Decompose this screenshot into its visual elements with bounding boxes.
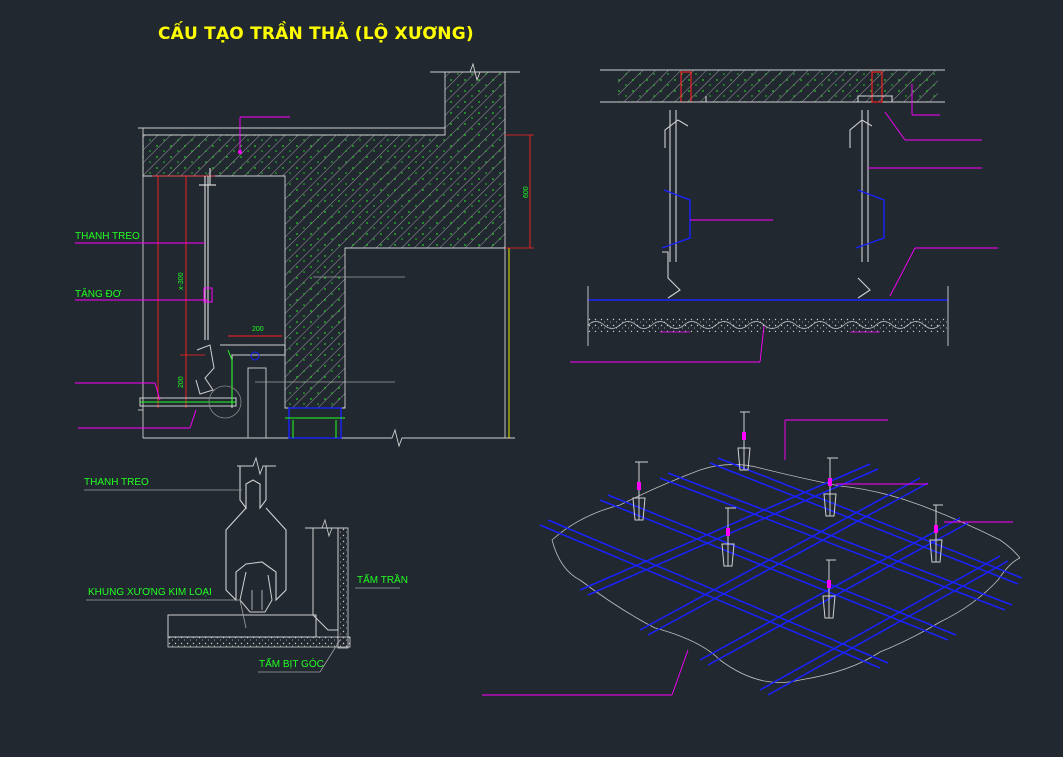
label-tam-bit-goc: TẤM BỊT GÓC: [259, 659, 324, 670]
dimension-variable: x-300: [178, 272, 185, 290]
dimension-200-left: 200: [178, 376, 185, 388]
label-thanh-treo: THANH TREO: [75, 231, 140, 242]
hanger-section-detail: [570, 69, 998, 363]
label-khung-xuong: KHUNG XƯƠNG KIM LOẠI: [88, 587, 212, 598]
drawing-title: CẤU TẠO TRẦN THẢ (LỘ XƯƠNG): [158, 24, 474, 44]
label-tam-tran: TẤM TRẦN: [357, 575, 408, 586]
label-thanh-treo-detail: THANH TREO: [84, 477, 149, 488]
section-detail-wall-ceiling: [75, 62, 534, 448]
isometric-grid-detail: [482, 411, 1023, 696]
dimension-600: 600: [523, 186, 530, 198]
dimension-200-top: 200: [252, 326, 264, 333]
label-tang-do: TĂNG ĐƠ: [75, 289, 122, 300]
corner-trim-detail: [84, 456, 400, 673]
